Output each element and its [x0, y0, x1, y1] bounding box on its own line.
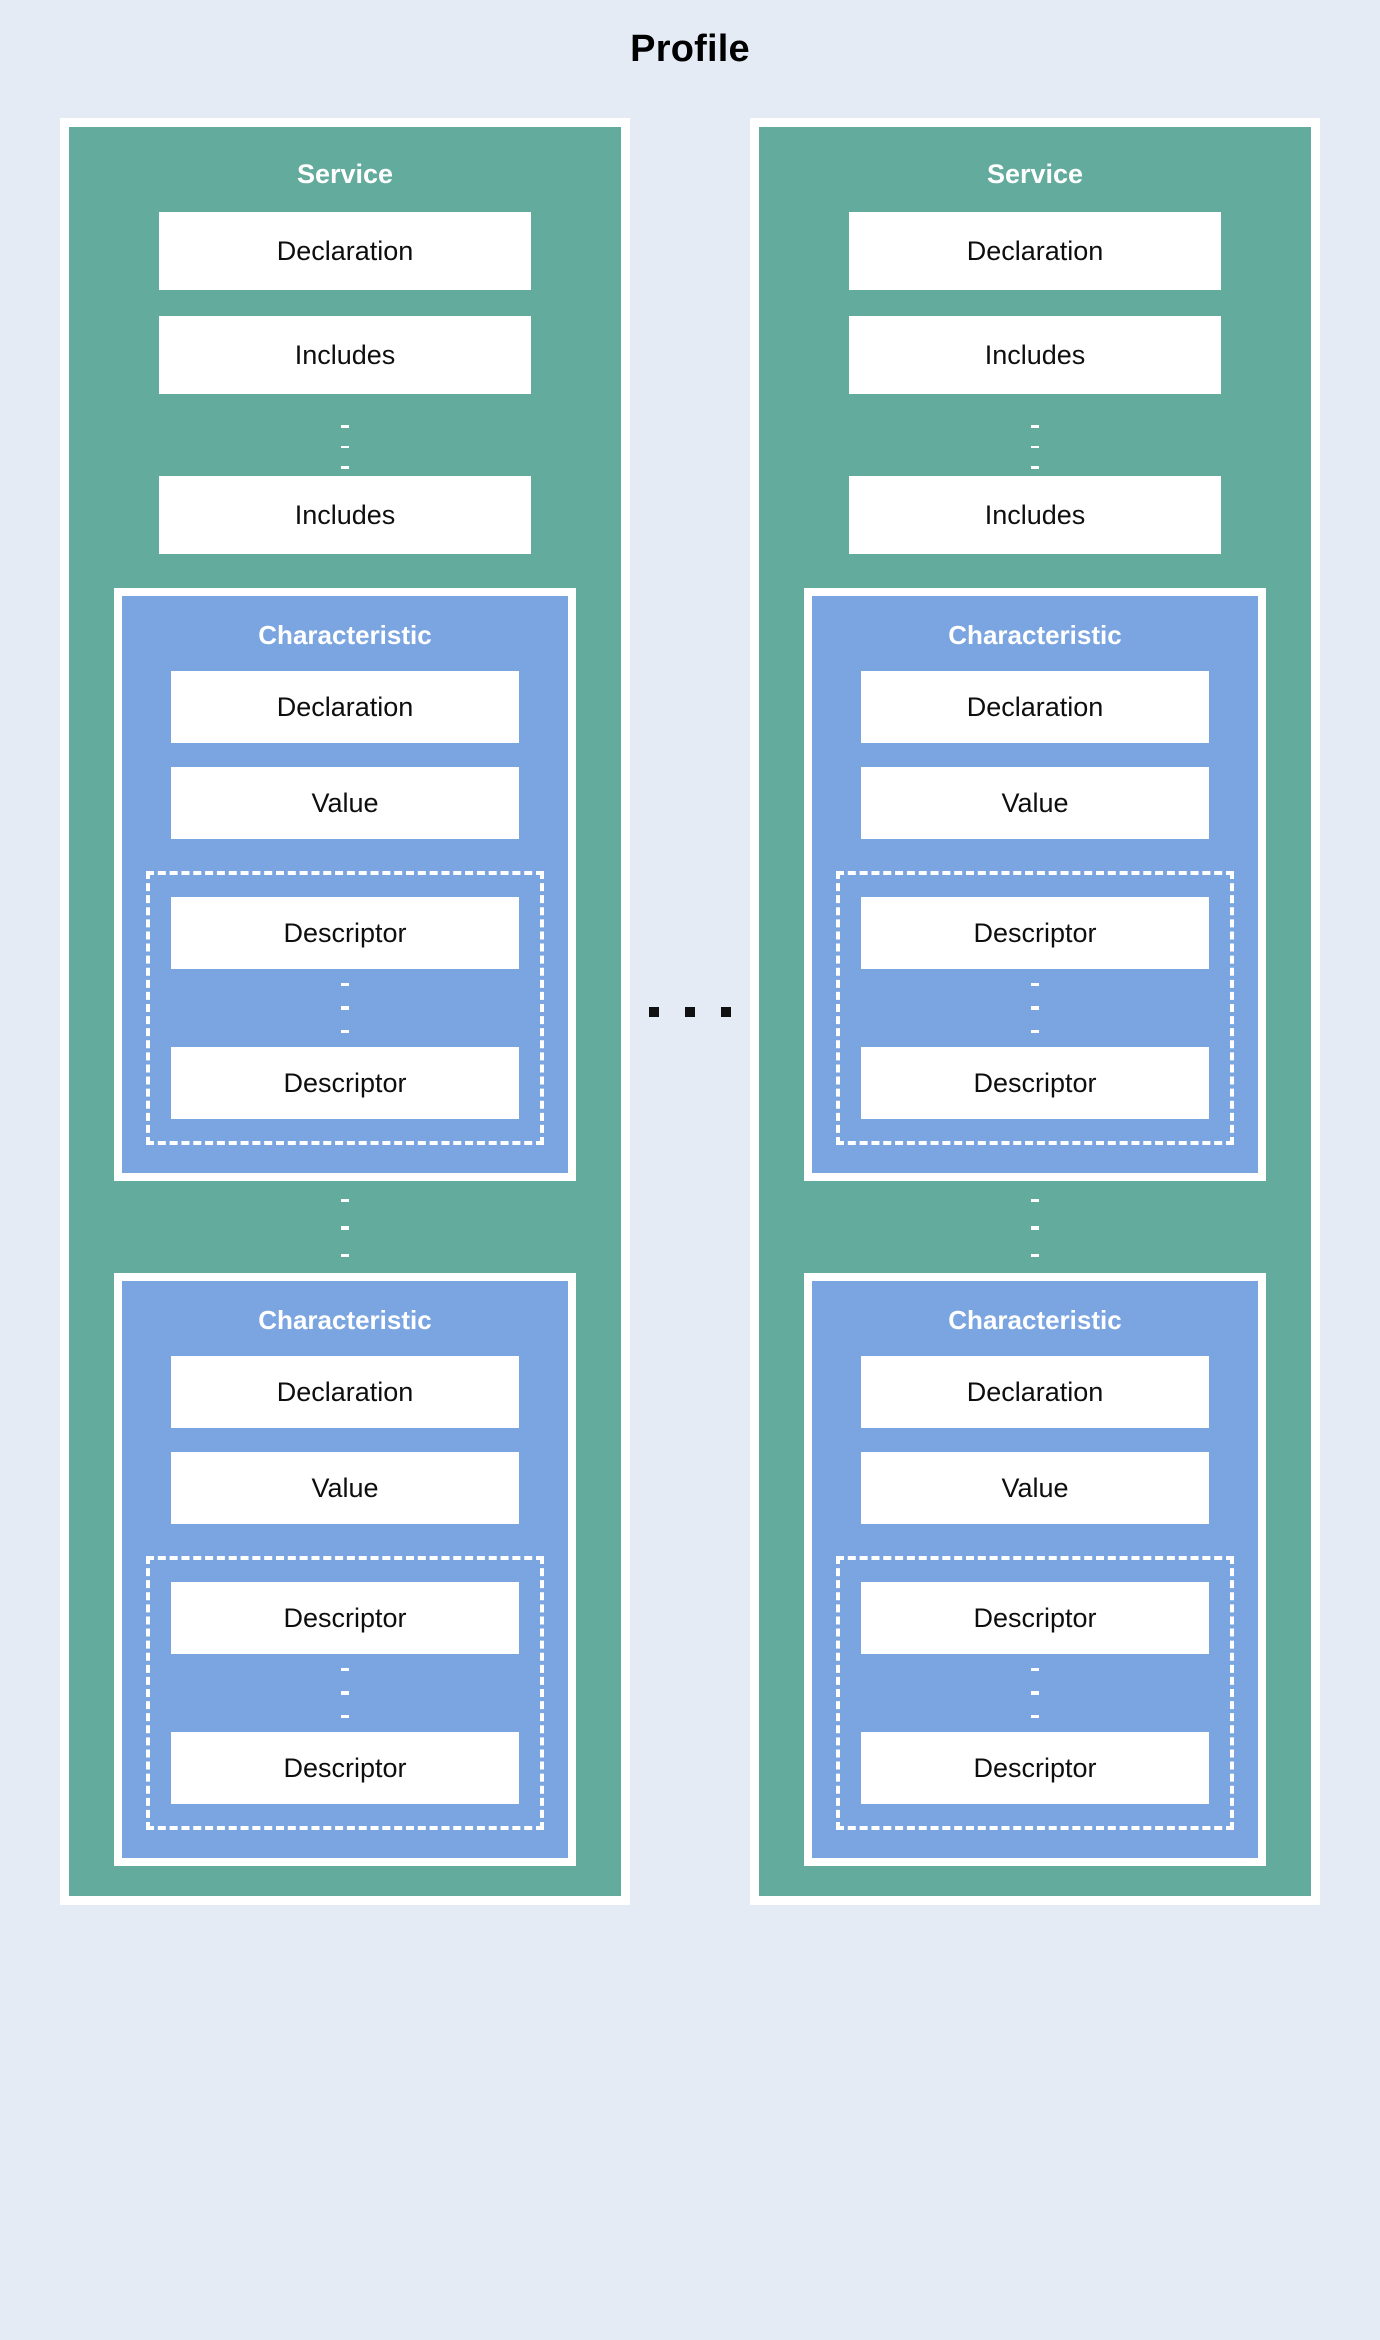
descriptor-box-last: Descriptor — [861, 1047, 1209, 1119]
descriptor-vertical-ellipsis — [1031, 1658, 1039, 1728]
service-container-left: Service Declaration Includes Includes Ch… — [60, 118, 630, 1905]
descriptor-vertical-ellipsis — [341, 1658, 349, 1728]
services-horizontal-ellipsis — [636, 1006, 744, 1017]
service-includes-box-first: Includes — [849, 316, 1221, 394]
service-container-right: Service Declaration Includes Includes Ch… — [750, 118, 1320, 1905]
descriptor-vertical-ellipsis — [1031, 973, 1039, 1043]
descriptor-group: Descriptor Descriptor — [836, 871, 1234, 1145]
descriptor-box-first: Descriptor — [171, 1582, 519, 1654]
descriptor-box-last: Descriptor — [171, 1047, 519, 1119]
characteristic-value-box: Value — [861, 1452, 1209, 1524]
descriptor-box-first: Descriptor — [861, 897, 1209, 969]
characteristic-title: Characteristic — [948, 1305, 1122, 1335]
includes-vertical-ellipsis — [1031, 416, 1039, 478]
characteristic-value-box: Value — [861, 767, 1209, 839]
service-includes-box-last: Includes — [849, 476, 1221, 554]
descriptor-box-first: Descriptor — [171, 897, 519, 969]
services-gap — [630, 118, 750, 1905]
characteristic-vertical-ellipsis — [341, 1187, 349, 1269]
service-title: Service — [986, 159, 1084, 189]
characteristic-declaration-box: Declaration — [861, 1356, 1209, 1428]
descriptor-group: Descriptor Descriptor — [836, 1556, 1234, 1830]
service-includes-box-first: Includes — [159, 316, 531, 394]
service-columns: Service Declaration Includes Includes Ch… — [60, 118, 1320, 1905]
characteristic-declaration-box: Declaration — [171, 1356, 519, 1428]
descriptor-group: Descriptor Descriptor — [146, 1556, 544, 1830]
service-declaration-box: Declaration — [849, 212, 1221, 290]
service-includes-box-last: Includes — [159, 476, 531, 554]
characteristic-value-box: Value — [171, 767, 519, 839]
characteristic-declaration-box: Declaration — [861, 671, 1209, 743]
descriptor-box-first: Descriptor — [861, 1582, 1209, 1654]
characteristic-container-last: Characteristic Declaration Value Descrip… — [114, 1273, 576, 1866]
service-declaration-box: Declaration — [159, 212, 531, 290]
includes-vertical-ellipsis — [341, 416, 349, 478]
characteristic-container-last: Characteristic Declaration Value Descrip… — [804, 1273, 1266, 1866]
characteristic-declaration-box: Declaration — [171, 671, 519, 743]
characteristic-container-first: Characteristic Declaration Value Descrip… — [114, 588, 576, 1181]
page-title: Profile — [630, 28, 750, 70]
descriptor-vertical-ellipsis — [341, 973, 349, 1043]
characteristic-title: Characteristic — [948, 620, 1122, 650]
characteristic-title: Characteristic — [258, 1305, 432, 1335]
service-title: Service — [296, 159, 394, 189]
characteristic-vertical-ellipsis — [1031, 1187, 1039, 1269]
characteristic-value-box: Value — [171, 1452, 519, 1524]
characteristic-title: Characteristic — [258, 620, 432, 650]
characteristic-container-first: Characteristic Declaration Value Descrip… — [804, 588, 1266, 1181]
descriptor-group: Descriptor Descriptor — [146, 871, 544, 1145]
descriptor-box-last: Descriptor — [171, 1732, 519, 1804]
descriptor-box-last: Descriptor — [861, 1732, 1209, 1804]
